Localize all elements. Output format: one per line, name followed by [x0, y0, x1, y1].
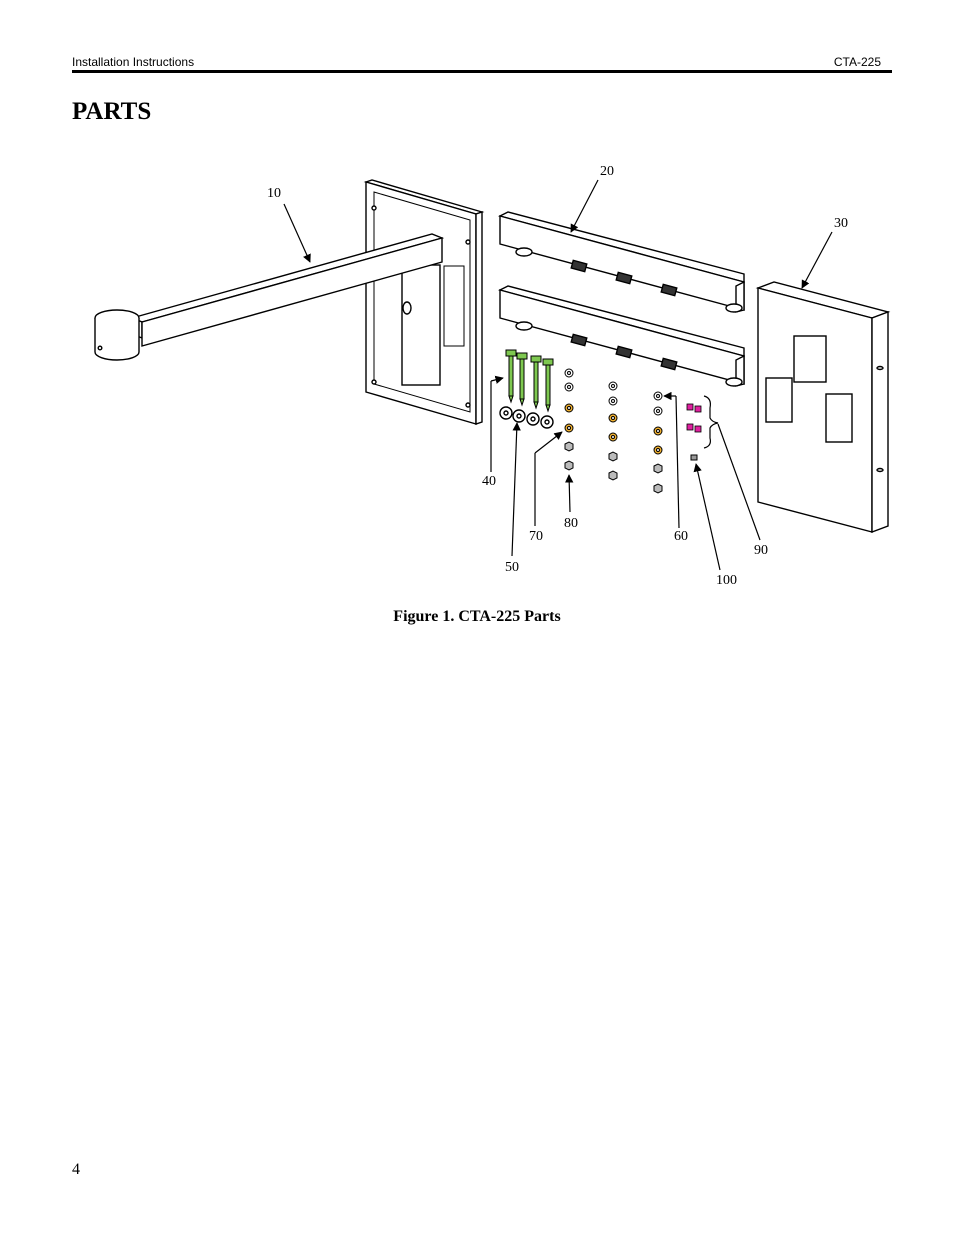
page-header-left: Installation Instructions — [72, 55, 195, 69]
part-10-wall-plate-arm — [94, 179, 485, 425]
callout-50: 50 — [505, 560, 519, 575]
part-70-80-nuts-column — [564, 368, 574, 471]
part-100-screw — [690, 454, 698, 461]
part-20-rail-lower — [498, 285, 745, 387]
callout-60: 60 — [674, 529, 688, 544]
nuts-column-middle — [608, 381, 618, 481]
part-90-brace — [703, 395, 719, 449]
callout-40: 40 — [482, 474, 496, 489]
callout-30: 30 — [834, 216, 848, 231]
callout-20: 20 — [600, 164, 614, 179]
figure-caption: Figure 1. CTA-225 Parts — [393, 608, 561, 625]
callout-100: 100 — [716, 573, 737, 588]
part-60-nuts-column — [653, 391, 663, 494]
parts-figure: 10 20 30 40 50 70 80 60 90 100 — [72, 150, 892, 610]
callout-70: 70 — [529, 529, 543, 544]
part-20-rail-upper — [498, 211, 745, 313]
leader-lines — [283, 179, 833, 571]
page-header-right: CTA-225 — [833, 55, 881, 69]
page-number: 4 — [72, 1161, 80, 1178]
header-rule — [72, 70, 892, 73]
part-40-lag-screws — [505, 349, 554, 413]
callout-10: 10 — [267, 186, 281, 201]
part-90-plugs — [686, 403, 702, 433]
part-30-cover — [755, 281, 891, 534]
part-50-washers — [499, 406, 554, 429]
callout-80: 80 — [564, 516, 578, 531]
section-title: PARTS — [72, 98, 152, 125]
callout-90: 90 — [754, 543, 768, 558]
